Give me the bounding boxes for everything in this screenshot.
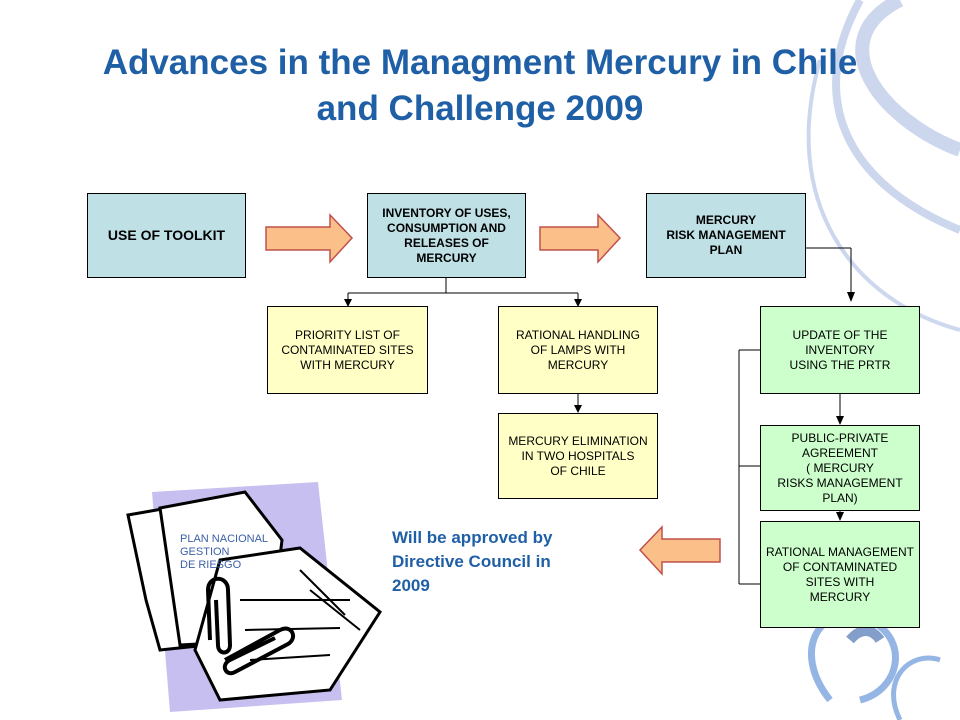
box-text: RATIONAL MANAGEMENT: [765, 544, 914, 559]
box-risk-management-plan: MERCURY RISK MANAGEMENT PLAN: [646, 193, 806, 278]
box-text: PRIORITY LIST OF: [295, 327, 400, 342]
box-text: MERCURY ELIMINATION: [508, 433, 648, 448]
box-text: CONSUMPTION AND: [387, 220, 506, 235]
clipart-line: GESTION: [180, 546, 230, 558]
box-text: PLAN): [822, 490, 858, 505]
note-line: 2009: [392, 576, 430, 595]
paperclip-icon: [205, 576, 296, 676]
box-contaminated-sites: RATIONAL MANAGEMENT OF CONTAMINATED SITE…: [760, 521, 920, 628]
box-text: UPDATE OF THE: [792, 327, 888, 342]
box-text: INVENTORY OF USES,: [382, 205, 511, 220]
box-text: ( MERCURY: [806, 460, 874, 475]
box-text: WITH MERCURY: [300, 357, 395, 372]
approval-note: Will be approved by Directive Council in…: [392, 526, 552, 598]
box-text: OF CONTAMINATED: [782, 559, 898, 574]
clipart-line: PLAN NACIONAL: [180, 533, 269, 545]
box-text: USE OF TOOLKIT: [107, 227, 226, 243]
box-text: INVENTORY: [805, 342, 875, 357]
box-use-of-toolkit: USE OF TOOLKIT: [87, 193, 246, 278]
box-text: AGREEMENT: [801, 445, 878, 460]
box-update-inventory: UPDATE OF THE INVENTORY USING THE PRTR: [760, 306, 920, 394]
clipart-line: DE RIESGO: [180, 559, 242, 571]
right-block-arrow-icon: [265, 213, 354, 264]
box-text: PLAN: [709, 243, 743, 257]
box-public-private-agreement: PUBLIC-PRIVATE AGREEMENT ( MERCURY RISKS…: [760, 425, 920, 511]
box-hospitals: MERCURY ELIMINATION IN TWO HOSPITALS OF …: [498, 413, 658, 499]
box-text: SITES WITH: [805, 574, 875, 589]
clipart-document-text: PLAN NACIONAL GESTION DE RIESGO: [180, 533, 268, 572]
box-inventory: INVENTORY OF USES, CONSUMPTION AND RELEA…: [367, 193, 526, 278]
box-priority-list: PRIORITY LIST OF CONTAMINATED SITES WITH…: [267, 306, 428, 394]
box-text: MERCURY: [695, 213, 757, 227]
box-text: RISKS MANAGEMENT: [777, 475, 903, 490]
note-line: Will be approved by: [392, 528, 553, 547]
note-line: Directive Council in: [392, 552, 551, 571]
box-text: IN TWO HOSPITALS: [521, 448, 635, 463]
box-text: CONTAMINATED SITES: [281, 342, 414, 357]
connector-lines: [347, 247, 852, 585]
box-lamps-handling: RATIONAL HANDLING OF LAMPS WITH MERCURY: [498, 306, 658, 394]
page-title: Advances in the Managment Mercury in Chi…: [40, 40, 920, 132]
box-text: PUBLIC-PRIVATE: [791, 430, 889, 445]
box-text: USING THE PRTR: [789, 357, 891, 372]
document-clipart-icon: [126, 482, 382, 712]
box-text: RISK MANAGEMENT: [666, 228, 786, 242]
box-text: OF CHILE: [550, 463, 606, 478]
box-text: RELEASES OF: [404, 235, 489, 250]
box-text: OF LAMPS WITH: [530, 342, 626, 357]
left-block-arrow-icon: [638, 525, 721, 576]
box-text: MERCURY: [547, 357, 609, 372]
title-line-1: Advances in the Managment Mercury in Chi…: [102, 43, 858, 82]
box-text: RATIONAL HANDLING: [515, 327, 641, 342]
arrowheads: [344, 292, 855, 521]
title-line-2: and Challenge 2009: [316, 89, 644, 128]
swirl-decoration-icon: [808, 612, 941, 720]
box-text: MERCURY: [809, 589, 871, 604]
box-text: MERCURY: [416, 250, 477, 265]
right-block-arrow-icon: [539, 213, 622, 264]
